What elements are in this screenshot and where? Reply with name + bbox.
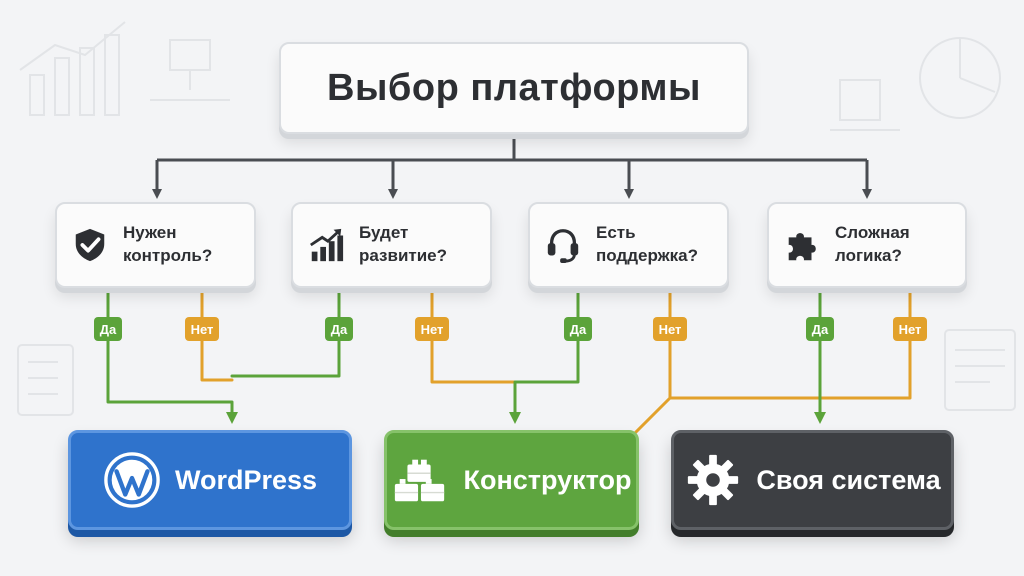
question-logic-line1: Сложная bbox=[835, 223, 910, 243]
result-constructor-label: Конструктор bbox=[463, 464, 632, 495]
line-q2-yes bbox=[230, 286, 341, 378]
question-growth-line2: развитие? bbox=[359, 246, 448, 265]
badge-q2-no: Нет bbox=[415, 317, 449, 341]
growth-chart-icon bbox=[310, 228, 344, 262]
line-q3-yes bbox=[509, 286, 580, 424]
result-constructor: Конструктор bbox=[384, 430, 639, 530]
question-logic: Сложная логика? bbox=[767, 202, 967, 288]
badge-q1-yes: Да bbox=[94, 317, 122, 341]
wordpress-logo-icon bbox=[104, 452, 160, 508]
puzzle-icon bbox=[788, 233, 816, 261]
badge-q4-yes: Да bbox=[806, 317, 834, 341]
question-growth: Будет развитие? bbox=[291, 202, 492, 288]
question-control: Нужен контроль? bbox=[55, 202, 256, 288]
question-support-line2: поддержка? bbox=[596, 246, 699, 265]
result-custom-system-label: Своя система bbox=[756, 464, 941, 495]
question-growth-line1: Будет bbox=[359, 223, 409, 243]
line-q4-no bbox=[668, 286, 912, 400]
badge-q3-no: Нет bbox=[653, 317, 687, 341]
badge-q3-yes: Да bbox=[564, 317, 592, 341]
gear-icon bbox=[688, 454, 739, 506]
question-control-line2: контроль? bbox=[123, 246, 213, 265]
result-custom-system: Своя система bbox=[671, 430, 954, 530]
result-wordpress-label: WordPress bbox=[174, 464, 318, 495]
question-support: Есть поддержка? bbox=[528, 202, 729, 288]
blocks-icon bbox=[395, 459, 445, 502]
line-q3-no bbox=[632, 286, 672, 436]
shield-check-icon bbox=[75, 228, 105, 262]
result-wordpress: WordPress bbox=[68, 430, 352, 530]
question-logic-line2: логика? bbox=[835, 246, 902, 265]
question-support-line1: Есть bbox=[596, 223, 636, 243]
badge-q2-yes: Да bbox=[325, 317, 353, 341]
headset-icon bbox=[547, 229, 579, 264]
page-title: Выбор платформы bbox=[279, 42, 749, 134]
question-control-line1: Нужен bbox=[123, 223, 177, 243]
badge-q1-no: Нет bbox=[185, 317, 219, 341]
line-q1-yes bbox=[106, 286, 238, 424]
badge-q4-no: Нет bbox=[893, 317, 927, 341]
